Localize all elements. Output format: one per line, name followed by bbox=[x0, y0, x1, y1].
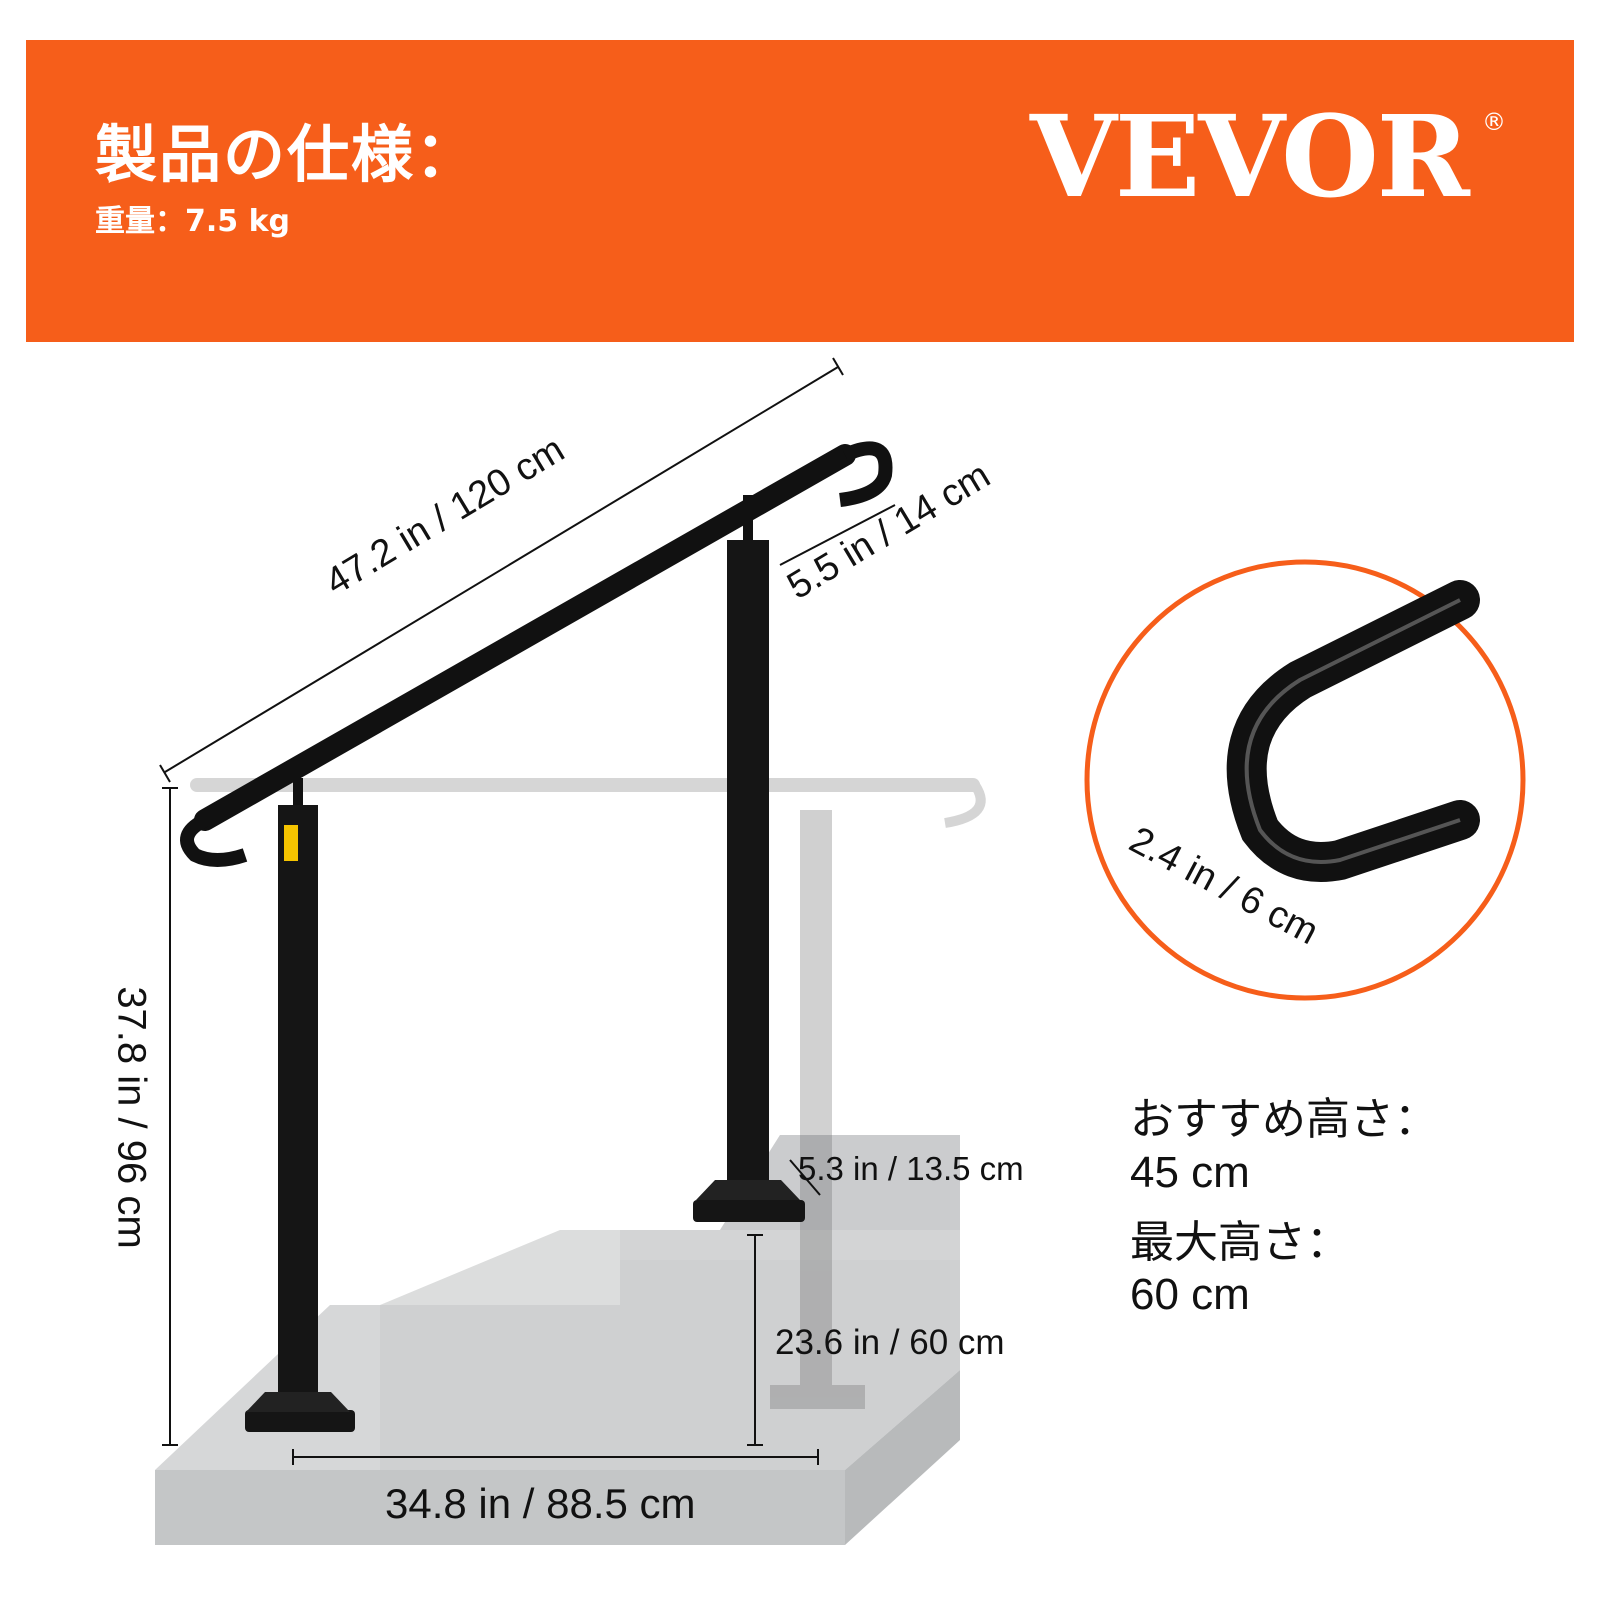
handrail bbox=[194, 444, 856, 831]
post-label bbox=[284, 825, 298, 861]
right-base bbox=[693, 1200, 805, 1222]
base-span-label: 34.8 in / 88.5 cm bbox=[385, 1480, 696, 1527]
recommended-height-value: 45 cm bbox=[1130, 1148, 1250, 1197]
max-height-value: 60 cm bbox=[1130, 1270, 1250, 1319]
ghost-rail bbox=[190, 778, 986, 1409]
recommended-height-label: おすすめ高さ： bbox=[1130, 1095, 1438, 1144]
left-post bbox=[278, 805, 318, 1415]
stone-stairs bbox=[155, 1135, 960, 1545]
brand-logo: VEVOR bbox=[1030, 92, 1470, 223]
detail-circle bbox=[1084, 559, 1526, 1001]
height-label: 37.8 in / 96 cm bbox=[109, 986, 154, 1249]
registered-mark: ® bbox=[1482, 108, 1506, 136]
step-height-label: 23.6 in / 60 cm bbox=[775, 1323, 1005, 1362]
dimension-lines bbox=[159, 357, 1331, 1465]
right-post bbox=[727, 540, 769, 1180]
left-base bbox=[245, 1410, 355, 1432]
weight-spec: 重量：7.5 kg bbox=[95, 204, 291, 239]
page-title: 製品の仕様： bbox=[95, 118, 480, 191]
max-height-label: 最大高さ： bbox=[1130, 1218, 1350, 1267]
base-plate-label: 5.3 in / 13.5 cm bbox=[798, 1150, 1024, 1187]
header-banner bbox=[26, 40, 1574, 342]
